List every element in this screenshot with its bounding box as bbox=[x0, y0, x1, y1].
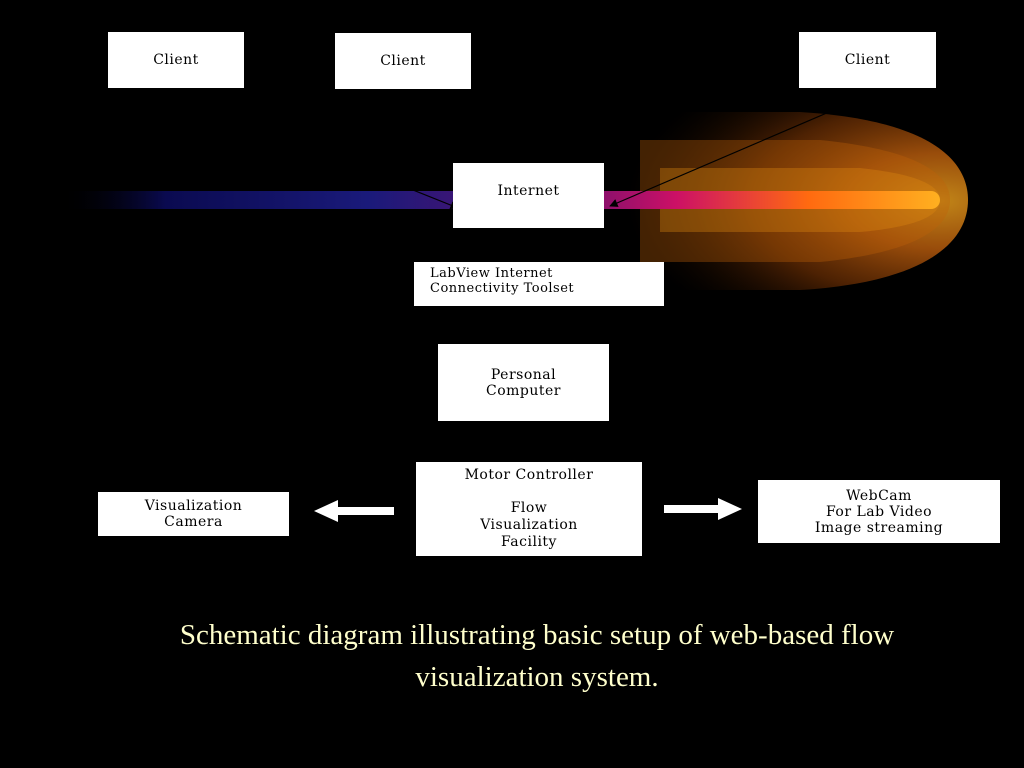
toolset-label-line: LabView Internet bbox=[430, 266, 553, 281]
toolset-label-line: Connectivity Toolset bbox=[430, 281, 575, 296]
left-arrow bbox=[314, 500, 394, 522]
camera-label-line: Visualization bbox=[144, 498, 243, 514]
controller-label-line: Motor Controller bbox=[464, 467, 594, 483]
pc-label-line: Computer bbox=[486, 382, 561, 399]
internet-box: Internet bbox=[453, 163, 604, 228]
pc-label-line: Personal bbox=[490, 366, 557, 383]
controller-label-line: Facility bbox=[501, 534, 557, 550]
toolset-box: LabView Internet Connectivity Toolset bbox=[414, 262, 664, 306]
caption: Schematic diagram illustrating basic set… bbox=[60, 614, 1014, 698]
connector-line bbox=[404, 88, 471, 171]
internet-label: Internet bbox=[497, 183, 560, 199]
caption-line-1: Schematic diagram illustrating basic set… bbox=[179, 619, 895, 651]
controller-label-line bbox=[465, 483, 594, 500]
client-label: Client bbox=[380, 53, 426, 69]
visualization-camera-box: Visualization Camera bbox=[98, 492, 289, 536]
controller-label-line: Visualization bbox=[480, 517, 578, 533]
webcam-label-line: WebCam bbox=[846, 487, 912, 504]
caption-line-2: visualization system. bbox=[415, 661, 659, 693]
camera-label-line: Camera bbox=[164, 514, 223, 530]
webcam-label-line: For Lab Video bbox=[825, 503, 933, 520]
client-label: Client bbox=[844, 52, 891, 68]
client-label: Client bbox=[153, 52, 199, 68]
controller-label-line: Flow bbox=[510, 500, 548, 516]
webcam-label-line: Image streaming bbox=[814, 519, 944, 536]
right-arrow bbox=[664, 498, 742, 520]
motor-controller-box: Motor Controller Flow Visualization Faci… bbox=[416, 462, 642, 556]
client-box-3: Client bbox=[799, 32, 936, 88]
personal-computer-box: Personal Computer bbox=[438, 344, 609, 421]
connector-line bbox=[609, 87, 886, 207]
client-box-1: Client bbox=[108, 32, 244, 88]
connector-line bbox=[157, 87, 459, 210]
webcam-box: WebCam For Lab Video Image streaming bbox=[758, 480, 1000, 543]
client-box-2: Client bbox=[335, 33, 471, 89]
